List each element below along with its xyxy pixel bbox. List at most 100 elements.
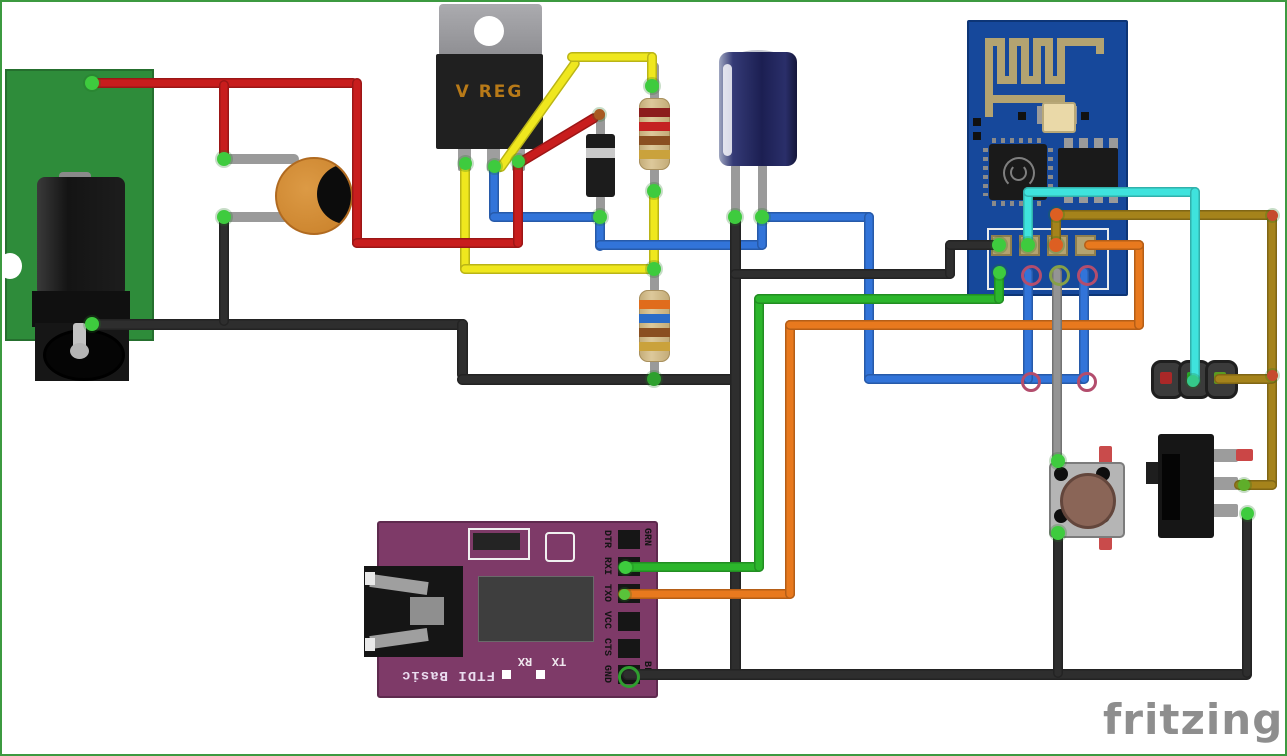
wire-blue-row243[interactable] <box>595 240 767 250</box>
wire-orange-esp-pin4-v[interactable] <box>1134 240 1144 330</box>
esp-crystal <box>1042 102 1076 133</box>
wire-black-row272[interactable] <box>730 269 955 279</box>
bend-esp-pin3 <box>1049 238 1063 252</box>
ftdi-pin-label-cts: CTS <box>601 637 612 656</box>
wire-blue-row215-left[interactable] <box>489 212 605 222</box>
electrolytic-capacitor[interactable] <box>719 52 797 166</box>
wire-yellow-row267[interactable] <box>460 264 659 274</box>
resistor-1[interactable] <box>639 98 670 170</box>
wire-orange-ftdi-txo[interactable] <box>618 589 795 599</box>
diode-lead-top <box>596 110 605 140</box>
switch-pin-bottom <box>1212 504 1238 517</box>
junction-diode-bottom <box>593 210 607 224</box>
vreg-mounting-hole <box>474 16 504 46</box>
wire-blue-row377[interactable] <box>864 374 1089 384</box>
ftdi-pin-vcc[interactable] <box>618 612 640 631</box>
wire-black-jack-ground[interactable] <box>90 319 468 330</box>
flash-leg <box>1079 138 1088 149</box>
bend-olive-top <box>1049 207 1063 221</box>
wire-blue-vreg-out-vertical[interactable] <box>489 164 499 221</box>
esp-smd-part <box>973 118 981 126</box>
junction-jack-ground <box>85 317 99 331</box>
button-leg-top-right <box>1099 446 1112 464</box>
wire-black-ceramic-drop[interactable] <box>219 214 229 326</box>
ceramic-capacitor[interactable] <box>275 157 353 235</box>
wire-black-bottom-ground[interactable] <box>622 669 1252 680</box>
barrel-jack-pcb[interactable] <box>2 69 154 381</box>
flash-leg <box>1079 192 1088 203</box>
switch-knob[interactable] <box>1146 462 1160 484</box>
wire-olive-socket-run[interactable] <box>1214 374 1277 384</box>
wire-gray-esp-pin7-to-button[interactable] <box>1052 267 1062 465</box>
junction-divider-mid <box>647 262 661 276</box>
resistor-2[interactable] <box>639 290 670 362</box>
ftdi-ic-chip <box>478 576 594 642</box>
button-actuator[interactable] <box>1060 473 1116 529</box>
wire-green-ftdi-rxi[interactable] <box>618 562 764 572</box>
usb-detail <box>365 638 375 651</box>
ftdi-pin-label-rxi: RXI <box>601 556 612 575</box>
wire-orange-row323[interactable] <box>785 320 1144 330</box>
wire-black-elbow-vertical[interactable] <box>457 319 468 380</box>
ftdi-pin-dtr[interactable] <box>618 530 640 549</box>
wire-blue-row215-right[interactable] <box>757 212 874 222</box>
wire-blue-diode-jog[interactable] <box>595 214 605 251</box>
wire-yellow-between-resistors[interactable] <box>649 187 659 273</box>
wire-yellow-top-run[interactable] <box>567 52 657 62</box>
ring-ftdi-gnd <box>618 666 640 688</box>
wire-aqua-top-run[interactable] <box>1023 187 1200 197</box>
wire-black-esp-gnd[interactable] <box>945 240 1002 250</box>
junction-ceramic-top <box>217 152 231 166</box>
wire-aqua-esp-pin2[interactable] <box>1023 187 1033 250</box>
resistor1-band-4 <box>639 150 670 159</box>
wire-green-esp-pin5[interactable] <box>994 267 1004 304</box>
wire-red-vreg-in[interactable] <box>513 160 523 248</box>
junction-esp-pin2 <box>1021 238 1035 252</box>
wire-aqua-vertical[interactable] <box>1190 187 1200 385</box>
jack-barrel <box>37 177 125 297</box>
wire-black-row377[interactable] <box>457 374 740 385</box>
resistor1-band-1 <box>639 108 670 117</box>
ftdi-pin-label-gnd: GND <box>601 664 612 683</box>
junction-vreg-adj <box>458 156 472 170</box>
resistor1-band-2 <box>639 122 670 131</box>
wire-red-row241[interactable] <box>352 238 523 248</box>
wire-black-switch-drop[interactable] <box>1242 510 1252 678</box>
wire-blue-cap-jog[interactable] <box>757 212 767 250</box>
wire-yellow-vreg-adj-vertical[interactable] <box>460 160 470 274</box>
tip-switch-middle <box>1238 479 1250 491</box>
switch-pin-top <box>1212 449 1238 462</box>
ftdi-pin-cts[interactable] <box>618 639 640 658</box>
resistor2-band-2 <box>639 314 670 323</box>
esp-smd-part <box>1018 112 1026 120</box>
resistor1-lead-bottom <box>650 166 659 194</box>
wire-green-row297[interactable] <box>754 294 1004 304</box>
esp-chip-pins <box>992 201 1044 206</box>
wire-black-up-to-esp[interactable] <box>945 240 955 279</box>
wire-olive-switch-run[interactable] <box>1234 480 1277 490</box>
wire-orange-vertical[interactable] <box>785 320 795 599</box>
fritzing-watermark: fritzing <box>1103 695 1284 744</box>
bend-olive-corner-mid <box>1266 369 1278 381</box>
wire-olive-esp-pin3[interactable] <box>1051 210 1061 250</box>
junction-res2-bottom <box>647 372 661 386</box>
ring-blue-bend-left <box>1021 372 1041 392</box>
wire-yellow-resistor-drop[interactable] <box>647 52 657 90</box>
wire-orange-esp-pin4-h[interactable] <box>1084 240 1144 250</box>
wire-olive-right-vertical[interactable] <box>1267 210 1277 490</box>
flash-leg <box>1109 192 1118 203</box>
wire-black-button-drop[interactable] <box>1053 530 1063 678</box>
usb-detail <box>410 597 444 625</box>
flash-leg <box>1109 138 1118 149</box>
diode[interactable] <box>586 134 615 197</box>
wire-olive-row213[interactable] <box>1051 210 1277 220</box>
wire-green-vertical[interactable] <box>754 294 764 572</box>
junction-ceramic-bottom <box>217 210 231 224</box>
ceramic-cap-lead-top <box>224 154 299 164</box>
flash-leg <box>1094 192 1103 203</box>
wire-red-ceramic-drop[interactable] <box>219 80 229 162</box>
wire-black-main-vertical[interactable] <box>730 214 741 680</box>
wire-red-vertical[interactable] <box>352 78 362 248</box>
esp-chip-pins <box>983 148 988 196</box>
